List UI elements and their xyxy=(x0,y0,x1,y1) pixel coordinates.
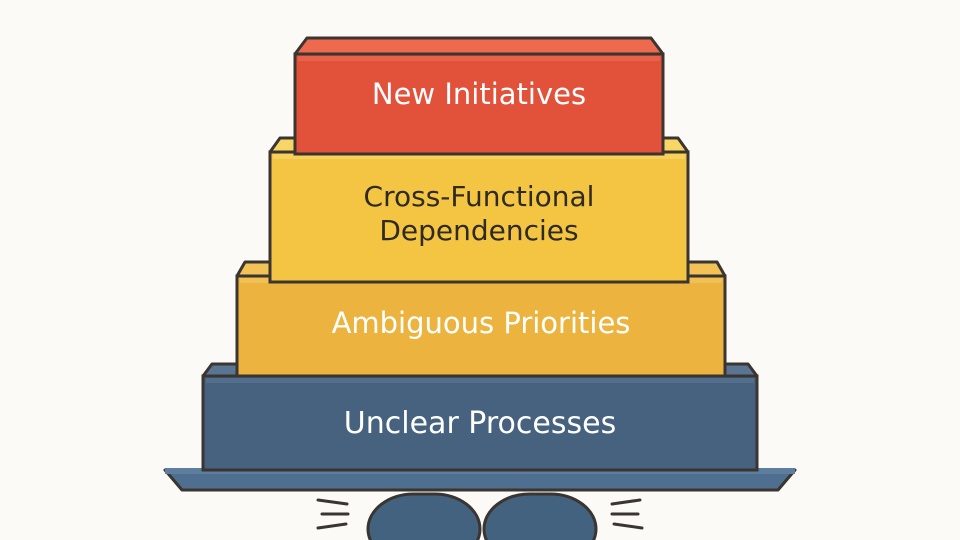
label-new-initiatives: New Initiatives xyxy=(371,77,587,112)
strain-lines-left xyxy=(316,498,350,530)
support-shoulder-right xyxy=(482,492,598,540)
support-figure xyxy=(366,492,598,540)
layer-new-initiatives xyxy=(293,36,665,156)
label-unclear-processes: Unclear Processes xyxy=(343,405,617,441)
strain-lines-right xyxy=(610,498,644,530)
label-ambiguous-priorities: Ambiguous Priorities xyxy=(331,306,631,341)
support-shoulder-left xyxy=(366,492,482,540)
label-cross-functional-dependencies: Cross-Functional Dependencies xyxy=(363,179,595,247)
